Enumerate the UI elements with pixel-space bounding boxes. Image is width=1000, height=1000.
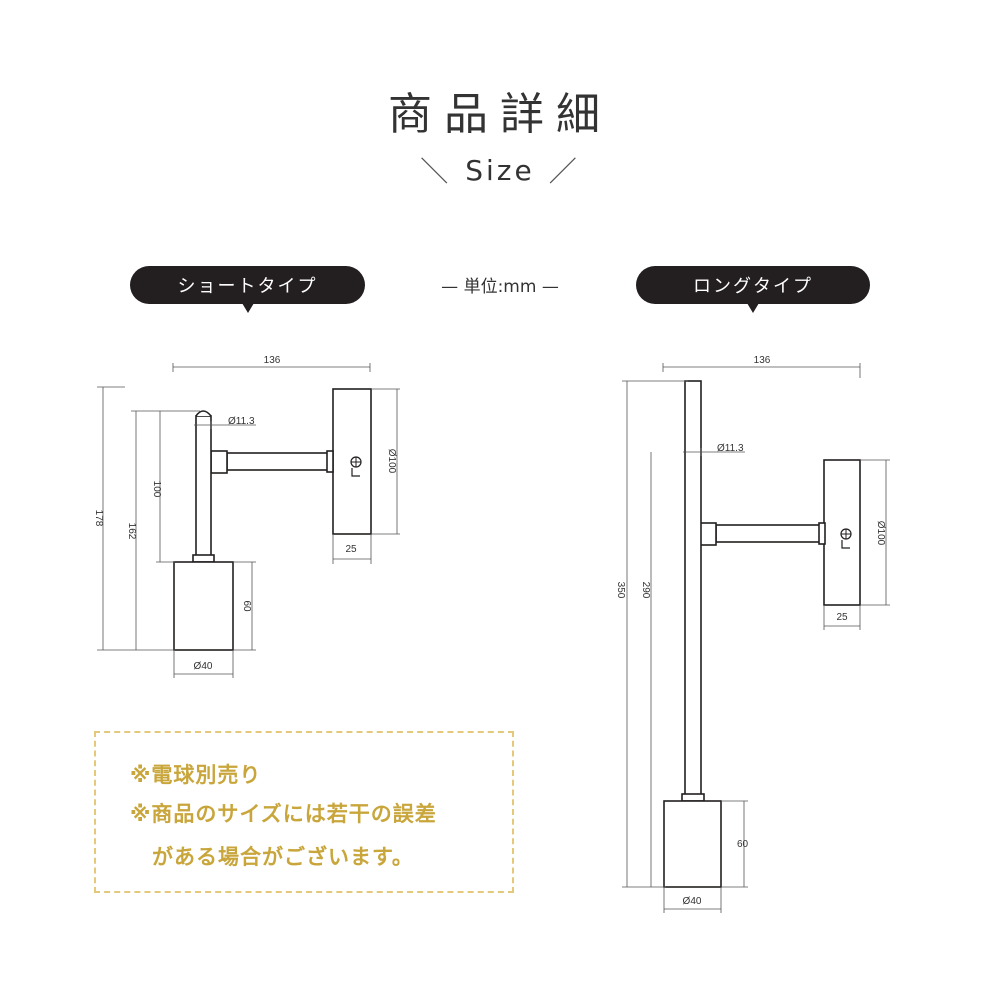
short-dim-arm-height: 100 [151,481,162,498]
short-dim-socket-height: 60 [241,600,252,612]
right-slash-icon: ／ [548,155,580,188]
long-dim-socket-height: 60 [737,839,749,850]
notes-box [94,731,514,893]
short-pipe [195,415,212,560]
left-slash-icon: ＼ [420,155,452,188]
long-dim-socket-diameter: Ø40 [683,896,702,907]
long-dim-width: 136 [754,355,771,366]
short-type-drawing [173,388,372,651]
short-dim-inner-height: 162 [126,523,137,540]
note-bulb-sold-separately: ※電球別売り [130,763,262,787]
short-dim-total-height: 178 [93,510,104,527]
note-size-tolerance-cont: がある場合がございます。 [130,845,414,869]
note-size-tolerance: ※商品のサイズには若干の誤差 [130,802,437,826]
short-arm [226,452,332,471]
long-wall-plate [823,459,861,606]
long-pipe [684,380,702,796]
short-type-dim-labels: 136 Ø11.3 178 162 100 Ø100 25 60 Ø40 [93,355,397,672]
long-type-label: ロングタイプ [636,266,870,304]
long-type-dim-labels: 136 Ø11.3 350 290 Ø100 25 60 Ø40 [615,355,886,907]
short-type-dim-lines [97,363,400,678]
subtitle: Size [465,153,535,187]
short-dim-width: 136 [264,355,281,366]
page-title: 商品詳細 [388,89,612,140]
long-dim-total-height: 350 [615,582,626,599]
short-dim-socket-diameter: Ø40 [194,661,213,672]
long-dim-base-diameter: Ø100 [875,521,886,546]
long-dim-base-depth: 25 [836,612,848,623]
short-joint [210,450,228,474]
long-type-drawing [663,380,861,888]
long-socket [663,800,722,888]
long-type-dim-lines [622,363,890,913]
unit-label: — 単位:mm — [441,277,559,297]
short-socket [173,561,234,651]
long-joint [699,522,717,546]
short-dim-base-diameter: Ø100 [386,449,397,474]
short-type-label: ショートタイプ [130,266,365,304]
long-dim-pipe-diameter: Ø11.3 [717,443,744,454]
subtitle-row: ＼ Size ／ [0,150,1000,190]
long-dim-inner-height: 290 [640,582,651,599]
long-arm [715,524,821,543]
short-dim-base-depth: 25 [345,544,357,555]
short-dim-pipe-diameter: Ø11.3 [228,416,255,427]
